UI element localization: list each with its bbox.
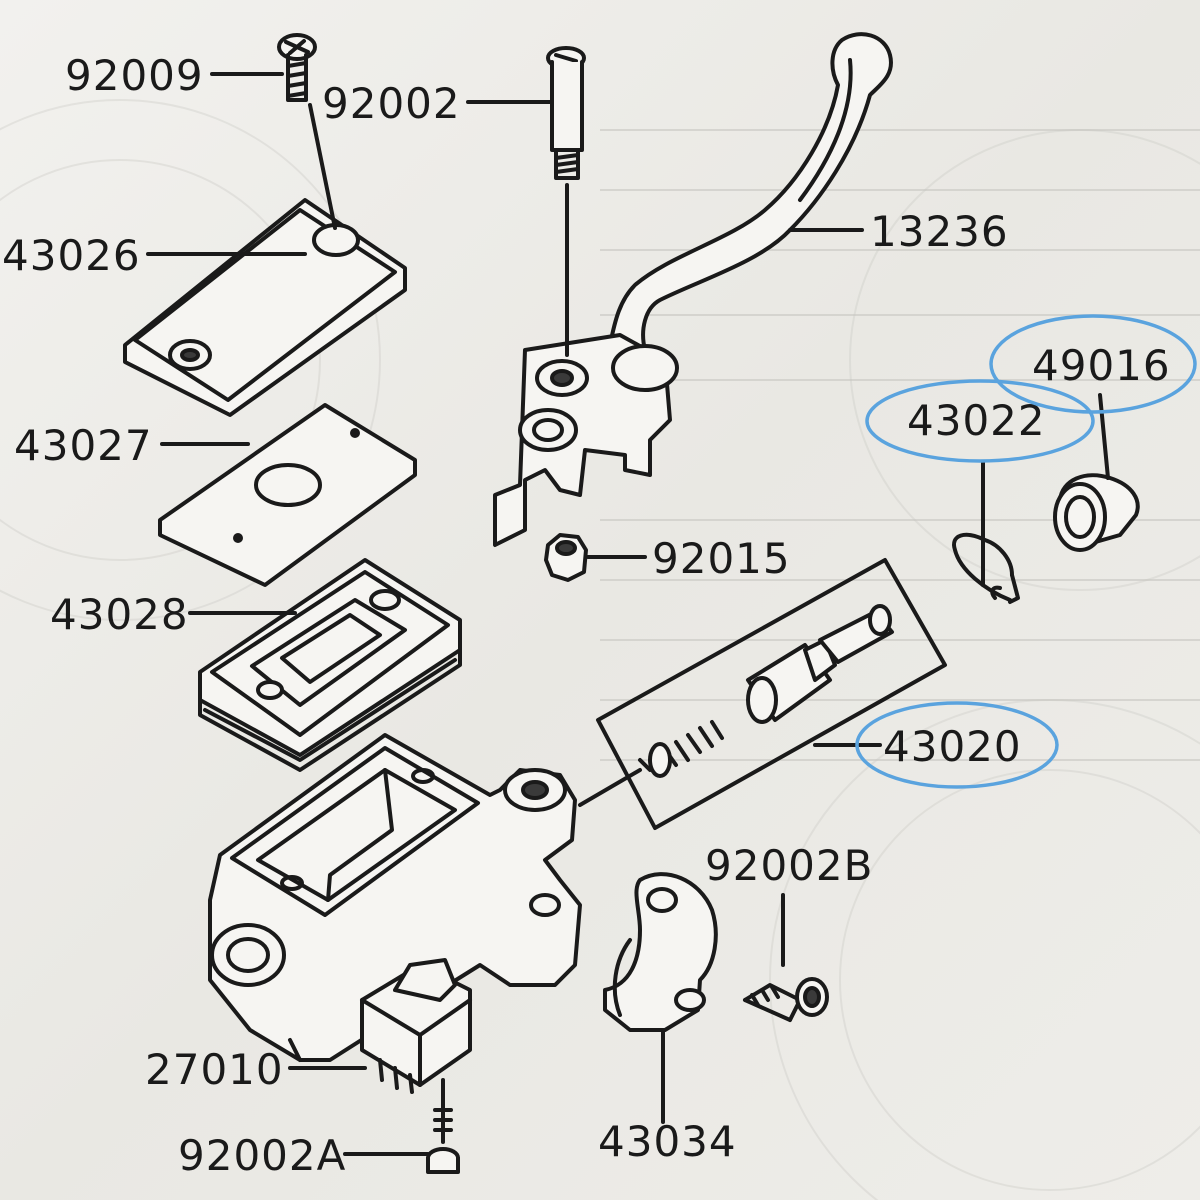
leader-lines: [146, 72, 1110, 1156]
lever-nut: [544, 533, 588, 582]
part-labels: 92009 92002 43026 13236 43027 49016 4302…: [2, 51, 1171, 1180]
dust-boot: [1053, 473, 1140, 552]
label-43026: 43026: [2, 231, 141, 280]
highlight-49016: [989, 314, 1197, 414]
circlip: [952, 532, 1020, 604]
piston-kit: [578, 558, 947, 830]
clamp-bolt: [743, 977, 829, 1022]
label-43022: 43022: [907, 396, 1046, 445]
background-pattern: [0, 99, 1200, 1200]
label-43034: 43034: [598, 1117, 737, 1166]
label-43020: 43020: [883, 722, 1022, 771]
label-92002: 92002: [322, 79, 461, 128]
label-43028: 43028: [50, 590, 189, 639]
label-92009: 92009: [65, 51, 204, 100]
reservoir-plate: [158, 403, 417, 587]
label-27010: 27010: [145, 1045, 284, 1094]
brake-switch: [360, 958, 472, 1094]
label-92002A: 92002A: [178, 1131, 346, 1180]
label-92015: 92015: [652, 534, 791, 583]
reservoir-diaphragm: [198, 558, 462, 772]
label-13236: 13236: [870, 207, 1009, 256]
highlight-43022: [865, 379, 1095, 463]
brake-lever: [493, 32, 893, 547]
reservoir-cap: [123, 198, 407, 417]
master-cylinder-body: [208, 733, 582, 1062]
label-49016: 49016: [1032, 341, 1171, 390]
label-43027: 43027: [14, 421, 153, 470]
cap-screw: [277, 33, 337, 230]
pivot-bolt: [546, 46, 586, 357]
highlight-ovals: [855, 314, 1197, 789]
switch-screw: [426, 1078, 460, 1174]
label-92002B: 92002B: [705, 841, 873, 890]
handlebar-clamp: [603, 872, 718, 1032]
highlight-43020: [855, 701, 1059, 789]
